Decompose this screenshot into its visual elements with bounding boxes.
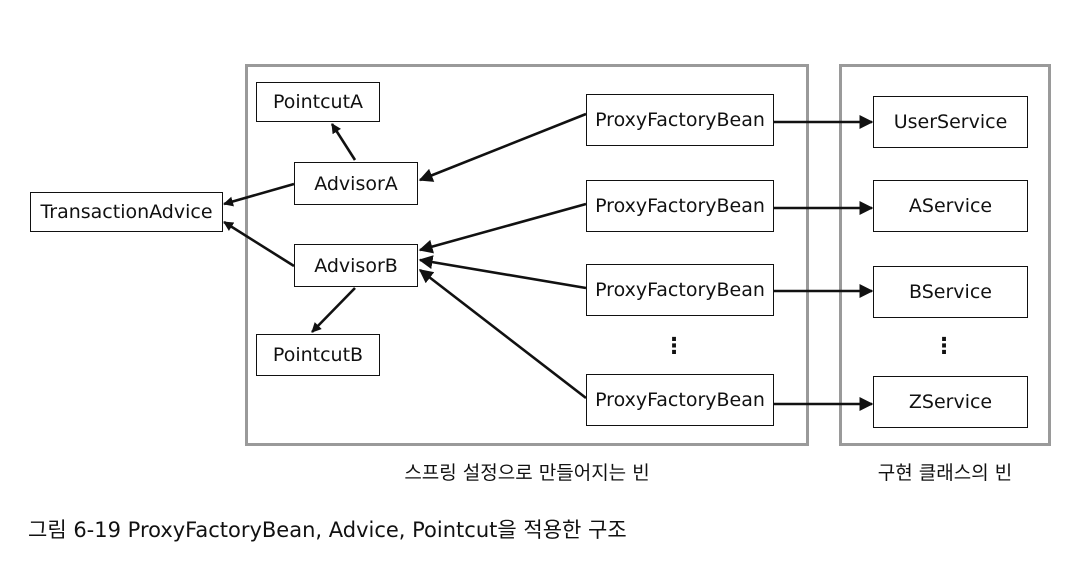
node-advisor-a: AdvisorA bbox=[294, 162, 418, 205]
edge-advisor-a-to-transaction-advice bbox=[223, 182, 295, 207]
node-a-service: AService bbox=[873, 180, 1028, 232]
impl-beans-group bbox=[839, 64, 1051, 446]
node-proxy-factory-bean-1: ProxyFactoryBean bbox=[586, 94, 774, 146]
node-z-service: ZService bbox=[873, 376, 1028, 428]
node-proxy-factory-bean-3: ProxyFactoryBean bbox=[586, 264, 774, 316]
node-b-service: BService bbox=[873, 266, 1028, 318]
edge-proxy-2-to-advisor-b bbox=[418, 202, 587, 254]
figure-caption: 그림 6-19 ProxyFactoryBean, Advice, Pointc… bbox=[28, 518, 627, 542]
edge-proxy-1-to-advisor-a bbox=[418, 112, 587, 182]
service-ellipsis: ⋮ bbox=[933, 334, 955, 359]
edge-proxy-3-to-advisor-b bbox=[418, 255, 587, 290]
node-proxy-factory-bean-4: ProxyFactoryBean bbox=[586, 374, 774, 426]
node-transaction-advice: TransactionAdvice bbox=[30, 192, 223, 232]
edge-advisor-b-to-pointcut-b bbox=[311, 287, 356, 333]
node-advisor-b: AdvisorB bbox=[294, 244, 418, 287]
node-pointcut-a: PointcutA bbox=[256, 82, 380, 122]
node-proxy-factory-bean-2: ProxyFactoryBean bbox=[586, 180, 774, 232]
edge-advisor-a-to-pointcut-a bbox=[330, 123, 357, 161]
node-pointcut-b: PointcutB bbox=[256, 334, 380, 376]
edge-advisor-b-to-transaction-advice bbox=[223, 220, 295, 268]
spring-beans-group bbox=[245, 64, 809, 446]
edge-proxy-4-to-advisor-b bbox=[418, 268, 587, 400]
spring-beans-group-label: 스프링 설정으로 만들어지는 빈 bbox=[404, 462, 650, 484]
node-user-service: UserService bbox=[873, 96, 1028, 148]
impl-beans-group-label: 구현 클래스의 빈 bbox=[877, 462, 1013, 484]
proxy-ellipsis: ⋮ bbox=[663, 334, 685, 359]
